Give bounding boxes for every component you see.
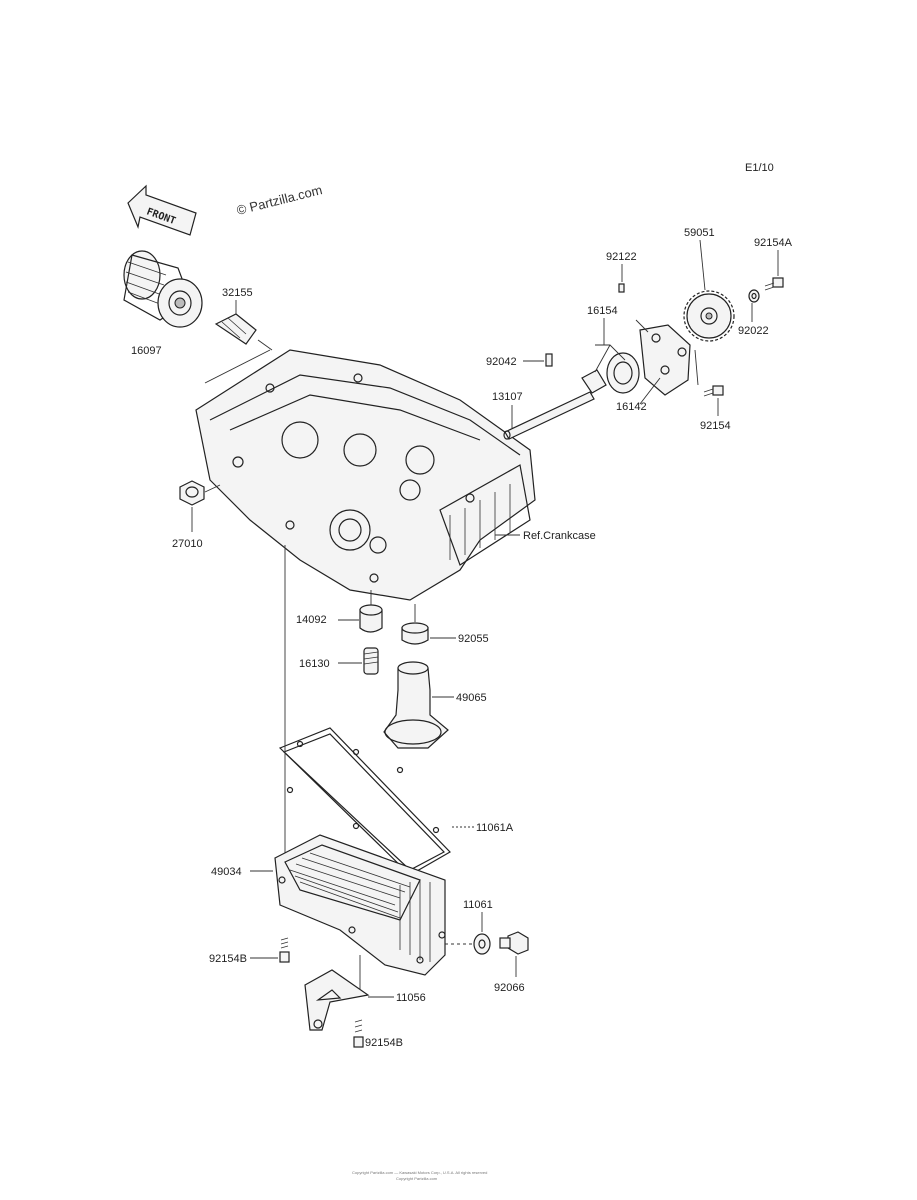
label-11061: 11061 <box>463 899 493 911</box>
drain-washer[interactable] <box>473 933 491 955</box>
diagram-code: E1/10 <box>745 162 774 174</box>
oil-strainer[interactable] <box>383 661 449 749</box>
pin-92122[interactable] <box>618 283 625 293</box>
oil-pipe[interactable] <box>214 313 257 345</box>
front-arrow-icon: FRONT <box>127 184 197 236</box>
label-92066: 92066 <box>494 982 525 994</box>
label-92042: 92042 <box>486 356 517 368</box>
label-27010: 27010 <box>172 538 203 550</box>
bolt-92154[interactable] <box>703 385 724 397</box>
label-14092: 14092 <box>296 614 327 626</box>
bolt-92154a[interactable] <box>764 277 784 291</box>
label-92154b-lower: 92154B <box>365 1037 403 1049</box>
label-49034: 49034 <box>211 866 242 878</box>
footer-line-2: Copyright Partzilla.com <box>396 1176 438 1181</box>
label-59051: 59051 <box>684 227 715 239</box>
footer-line-1: Copyright Partzilla.com — Kawasaki Motor… <box>352 1170 487 1175</box>
oil-filter[interactable] <box>123 250 203 328</box>
oring-92055[interactable] <box>401 622 429 645</box>
oil-pump-sprocket[interactable] <box>683 290 735 342</box>
washer-92022[interactable] <box>748 289 760 303</box>
label-16130: 16130 <box>299 658 330 670</box>
label-92154a: 92154A <box>754 237 793 249</box>
label-16097: 16097 <box>131 345 162 357</box>
label-16154: 16154 <box>587 305 618 317</box>
label-reference-crankcase: Ref.Crankcase <box>523 530 596 542</box>
bolt-92154b-upper[interactable] <box>279 937 290 963</box>
label-92122: 92122 <box>606 251 637 263</box>
label-32155: 32155 <box>222 287 253 299</box>
label-13107: 13107 <box>492 391 523 403</box>
crankcase <box>195 349 536 601</box>
label-92022: 92022 <box>738 325 769 337</box>
label-11056: 11056 <box>396 992 426 1004</box>
label-16142: 16142 <box>616 401 647 413</box>
pin-92042[interactable] <box>545 353 553 367</box>
bolt-92154b-lower[interactable] <box>353 1019 364 1048</box>
label-92154b-upper: 92154B <box>209 953 247 965</box>
bracket-11056[interactable] <box>304 969 370 1031</box>
relief-valve[interactable] <box>363 647 379 675</box>
label-92055: 92055 <box>458 633 489 645</box>
cap-14092[interactable] <box>359 604 383 633</box>
drain-plug[interactable] <box>499 931 529 955</box>
oil-pump-rotor[interactable] <box>581 352 640 394</box>
oil-pump-shaft[interactable] <box>503 391 595 440</box>
oil-pressure-switch[interactable] <box>179 480 205 506</box>
oil-pan-gasket[interactable] <box>278 727 451 876</box>
label-92154: 92154 <box>700 420 731 432</box>
oil-pump-cover[interactable] <box>639 324 691 396</box>
oil-pan[interactable] <box>274 834 446 976</box>
watermark: © Partzilla.com <box>235 182 324 218</box>
label-49065: 49065 <box>456 692 487 704</box>
label-11061a: 11061A <box>476 822 514 834</box>
